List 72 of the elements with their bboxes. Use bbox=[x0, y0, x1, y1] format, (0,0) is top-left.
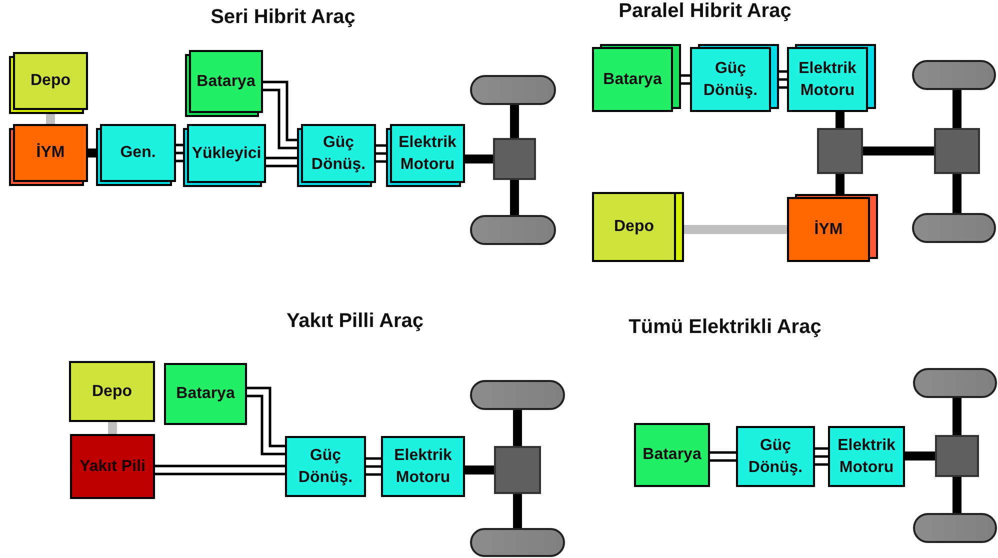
wheel bbox=[913, 368, 997, 398]
shaft-connector bbox=[836, 112, 844, 128]
cable-line bbox=[247, 394, 285, 456]
component-label: İYM bbox=[813, 219, 844, 240]
component-box bbox=[736, 426, 815, 487]
wheel bbox=[912, 60, 996, 90]
shaft-connector bbox=[510, 105, 519, 138]
component-label: Depo bbox=[613, 217, 655, 238]
shaft-connector bbox=[863, 146, 934, 156]
wheel bbox=[470, 528, 565, 557]
component-label: Güç Dönüş. bbox=[702, 58, 759, 100]
component-label: Batarya bbox=[196, 72, 256, 92]
section-title: Yakıt Pilli Araç bbox=[286, 310, 424, 333]
shaft-connector bbox=[952, 174, 962, 213]
cable-line bbox=[366, 473, 381, 476]
wheel bbox=[470, 380, 565, 410]
cable-line bbox=[366, 465, 381, 468]
cable-line bbox=[155, 472, 285, 476]
component-label: Güç Dönüş. bbox=[310, 132, 367, 174]
gearbox-block bbox=[493, 138, 536, 180]
component-label: Elektrik Motoru bbox=[398, 132, 458, 174]
component-label: Batarya bbox=[642, 445, 702, 466]
component-label: Elektrik Motoru bbox=[836, 436, 896, 478]
section-title: Paralel Hibrit Araç bbox=[618, 0, 792, 23]
gearbox-block bbox=[817, 128, 863, 174]
shaft-connector bbox=[108, 422, 117, 434]
shaft-connector bbox=[952, 90, 962, 128]
shaft-connector bbox=[513, 494, 522, 528]
component-label: Gen. bbox=[119, 143, 157, 164]
gearbox-block bbox=[934, 128, 980, 174]
component-box bbox=[285, 436, 366, 497]
component-label: Elektrik Motoru bbox=[798, 58, 858, 100]
cable-line bbox=[155, 464, 285, 468]
component-label: Güç Dönüş. bbox=[297, 446, 354, 488]
shaft-connector bbox=[465, 466, 494, 474]
shaft-connector bbox=[465, 154, 493, 164]
shaft-connector bbox=[836, 174, 844, 197]
wheel bbox=[470, 75, 556, 105]
component-box bbox=[634, 423, 710, 487]
component-box bbox=[828, 426, 905, 487]
component-label: Yakıt Pili bbox=[78, 456, 146, 477]
component-label: Batarya bbox=[175, 384, 236, 404]
section-title: Seri Hibrit Araç bbox=[210, 6, 356, 29]
section-title: Tümü Elektrikli Araç bbox=[628, 316, 822, 339]
component-box bbox=[70, 434, 155, 499]
cable-line bbox=[815, 463, 828, 466]
shaft-connector bbox=[513, 410, 522, 446]
component-label: Elektrik Motoru bbox=[393, 446, 453, 488]
component-label: Depo bbox=[91, 382, 133, 402]
gearbox-block bbox=[494, 446, 541, 494]
component-box bbox=[69, 361, 155, 422]
shaft-connector bbox=[905, 452, 935, 460]
component-label: İYM bbox=[35, 142, 66, 164]
gearbox-block bbox=[935, 435, 979, 477]
shaft-connector bbox=[952, 398, 962, 435]
cable-line bbox=[366, 457, 381, 460]
wheel bbox=[912, 213, 996, 243]
wheel bbox=[913, 513, 997, 543]
wheel bbox=[470, 215, 556, 245]
shaft-connector bbox=[952, 477, 962, 513]
component-label: Güç Dönüş. bbox=[747, 436, 804, 478]
component-box bbox=[164, 363, 247, 425]
component-box bbox=[381, 436, 465, 497]
component-label: Depo bbox=[30, 71, 72, 92]
cable-line bbox=[710, 459, 736, 462]
component-label: Yükleyici bbox=[190, 144, 262, 164]
shaft-connector bbox=[510, 180, 519, 215]
cable-line bbox=[247, 386, 285, 448]
cable-line bbox=[710, 451, 736, 454]
cable-line bbox=[815, 455, 828, 458]
component-label: Batarya bbox=[602, 70, 663, 90]
cable-line bbox=[815, 447, 828, 450]
